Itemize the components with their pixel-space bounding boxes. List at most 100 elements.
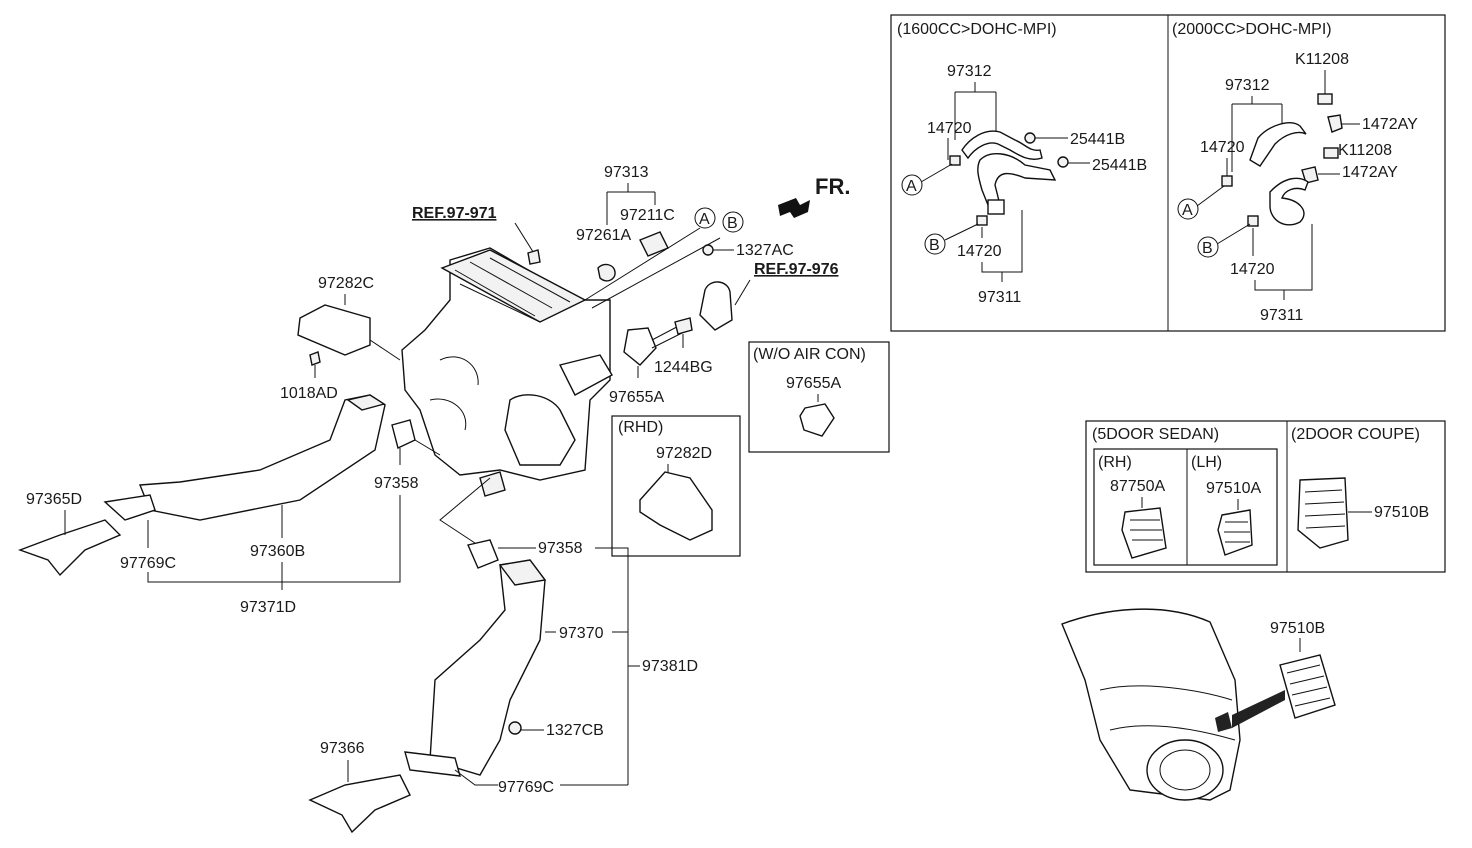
- label-1327CB: 1327CB: [546, 722, 604, 739]
- hose-lower-1600: [977, 153, 1057, 211]
- heater-hose-panel: (1600CC>DOHC-MPI) 97312 14720 25441B 254…: [890, 14, 1446, 332]
- label-97366: 97366: [320, 740, 365, 757]
- connector-a-icon: [1177, 198, 1199, 220]
- duct-97370: [429, 559, 546, 776]
- label-a-main: A: [699, 211, 710, 228]
- label-97312-2000: 97312: [1225, 77, 1270, 94]
- hose-connector-976: [699, 281, 733, 331]
- clip-1327CB-icon: [508, 721, 522, 735]
- label-97371D: 97371D: [240, 599, 296, 616]
- car-illustration: 97510B: [1061, 608, 1336, 801]
- label-97311-2000: 97311: [1260, 307, 1303, 324]
- nut-icon: [702, 244, 714, 256]
- hose-upper-2000: [1249, 122, 1307, 167]
- connector-a-icon: [901, 174, 923, 196]
- engine-2000-header: (2000CC>DOHC-MPI): [1172, 21, 1332, 38]
- front-arrow-icon: [778, 198, 810, 218]
- duct-97282D: [639, 471, 713, 541]
- heater-side-port: [558, 354, 613, 396]
- callout-wedge-icon: [1232, 690, 1285, 728]
- clip-icon: [949, 155, 961, 166]
- label-97510B-car: 97510B: [1270, 620, 1325, 637]
- direction-label: FR.: [815, 174, 850, 199]
- heater-unit: [401, 247, 613, 497]
- rhd-header: (RHD): [618, 419, 663, 436]
- seal-97655A: [623, 327, 657, 366]
- clip-icon: [1317, 93, 1333, 105]
- label-b-1600: B: [929, 237, 940, 254]
- gasket-97358-a: [391, 419, 416, 449]
- label-97381D: 97381D: [642, 658, 698, 675]
- label-a-1600: A: [906, 178, 917, 195]
- heater-drain: [479, 471, 506, 497]
- car-wheel-icon: [1146, 739, 1224, 801]
- vent-panel: (5DOOR SEDAN) (2DOOR COUPE) (RH) (LH) 87…: [1085, 420, 1446, 573]
- label-1472AY-a: 1472AY: [1362, 116, 1418, 133]
- label-87750A: 87750A: [1110, 478, 1165, 495]
- label-K11208-b: K11208: [1338, 142, 1392, 159]
- label-97211C: 97211C: [620, 207, 675, 224]
- lh-header: (LH): [1191, 454, 1222, 471]
- cover-97365D: [17, 519, 122, 577]
- ref-97-976: REF.97-976: [754, 261, 839, 278]
- screw-icon: [309, 351, 321, 366]
- sedan-inner-frame: [1093, 448, 1278, 566]
- label-25441B-a: 25441B: [1070, 131, 1125, 148]
- bolt-icon: [674, 317, 693, 335]
- hose-end-1600: [987, 199, 1005, 215]
- label-14720-1600-top: 14720: [927, 120, 972, 137]
- rhd-frame: [611, 415, 741, 557]
- ref-97-971: REF.97-971: [412, 205, 497, 222]
- label-97261A: 97261A: [576, 227, 631, 244]
- rhd-panel: (RHD) 97282D: [611, 415, 741, 557]
- label-97282C: 97282C: [318, 275, 374, 292]
- clip-icon: [1221, 175, 1233, 187]
- sedan-header: (5DOOR SEDAN): [1092, 426, 1219, 443]
- label-97655A-wo: 97655A: [786, 375, 841, 392]
- label-1472AY-b: 1472AY: [1342, 164, 1398, 181]
- gasket-97358-b: [467, 539, 499, 569]
- seal-97655A-wo: [799, 403, 835, 437]
- hose-clamp-icon: [1057, 156, 1069, 168]
- duct-97360B: [138, 394, 386, 521]
- hose-clamp-icon: [1024, 132, 1036, 144]
- engine-1600-header: (1600CC>DOHC-MPI): [897, 21, 1057, 38]
- label-25441B-b: 25441B: [1092, 157, 1147, 174]
- vent-97510B: [1297, 477, 1349, 549]
- duct-97282C: [297, 304, 371, 356]
- seal-97769C-a: [103, 494, 156, 521]
- label-97358-a: 97358: [374, 475, 419, 492]
- label-97360B: 97360B: [250, 543, 305, 560]
- duct-97360B-outlet: [346, 394, 386, 411]
- pipe-grommet: [597, 263, 616, 282]
- label-97370: 97370: [559, 625, 604, 642]
- seal-97769C-b: [404, 751, 461, 777]
- connector-b-icon: [722, 211, 744, 233]
- label-97312-1600: 97312: [947, 63, 992, 80]
- label-97358-b: 97358: [538, 540, 583, 557]
- wo-aircon-header: (W/O AIR CON): [753, 346, 866, 363]
- label-97365D: 97365D: [26, 491, 82, 508]
- heater-blend-door: [504, 394, 576, 466]
- clip-icon: [1323, 147, 1339, 159]
- label-97313: 97313: [604, 164, 649, 181]
- grommet-icon: [1327, 114, 1343, 133]
- label-97282D: 97282D: [656, 445, 712, 462]
- hose-lower-2000: [1269, 177, 1309, 226]
- label-1018AD: 1018AD: [280, 385, 338, 402]
- vent-frame: [1085, 420, 1446, 573]
- rh-header: (RH): [1098, 454, 1132, 471]
- label-a-2000: A: [1182, 202, 1193, 219]
- label-14720-1600-bottom: 14720: [957, 243, 1002, 260]
- hose-upper-1600: [961, 130, 1043, 160]
- label-97655A-main: 97655A: [609, 389, 664, 406]
- wo-aircon-panel: (W/O AIR CON) 97655A: [748, 341, 890, 453]
- cover-97366: [308, 774, 411, 834]
- label-14720-2000-bottom: 14720: [1230, 261, 1275, 278]
- pipe-gasket: [639, 231, 669, 257]
- clip-icon: [1247, 215, 1259, 227]
- clip-icon: [976, 215, 988, 226]
- label-97769C-a: 97769C: [120, 555, 176, 572]
- connector-b-icon: [924, 233, 946, 255]
